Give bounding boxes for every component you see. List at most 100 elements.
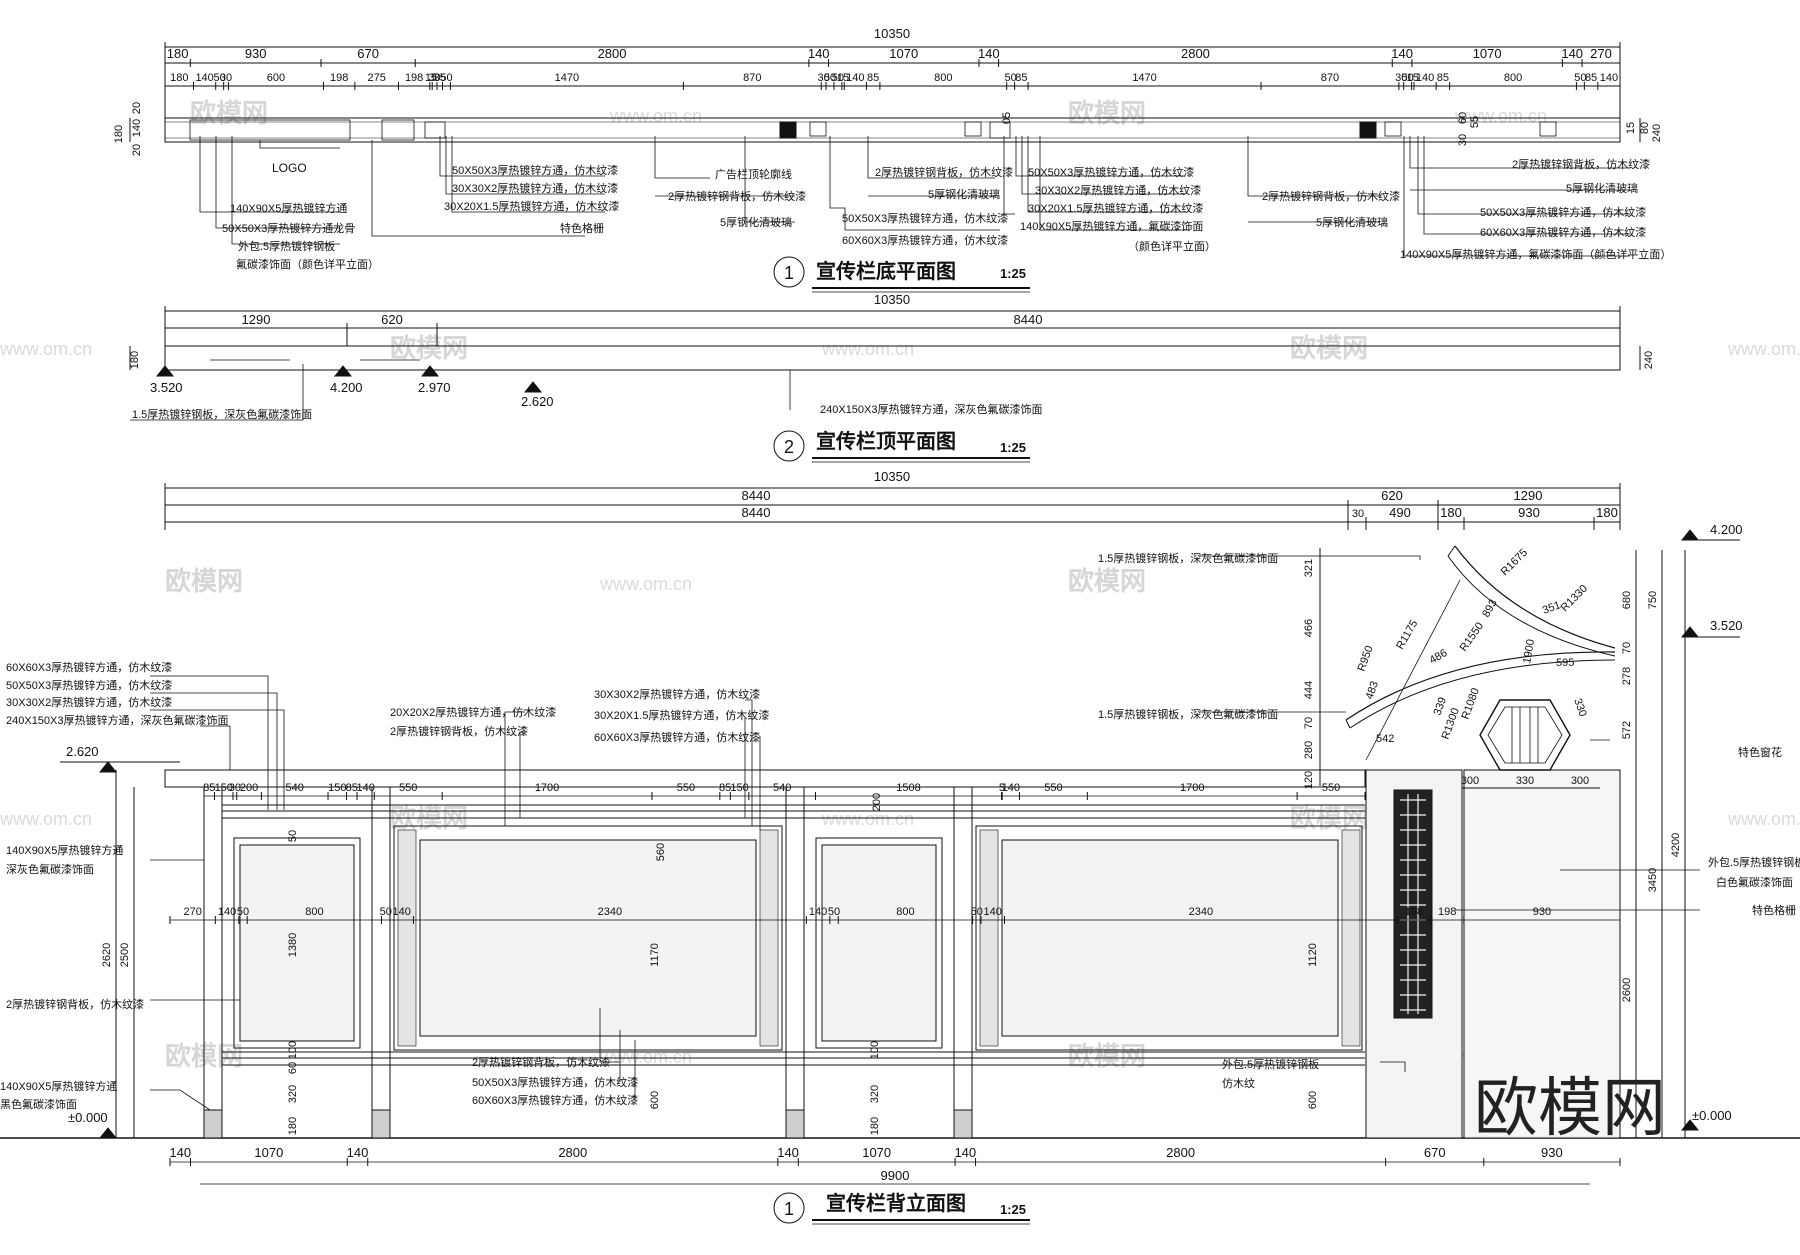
label-e5: （颜色详平立面） <box>1128 239 1216 253</box>
dim-label: 50 <box>1574 72 1586 84</box>
dim-label: 85 <box>867 72 879 84</box>
label-d1: 2厚热镀锌钢背板，仿木纹漆 <box>875 165 1013 179</box>
dim-right: 240 <box>1651 124 1663 142</box>
curve-dim: 321 <box>1303 559 1315 577</box>
level-value: 4.200 <box>330 380 363 395</box>
canopy-curve <box>1345 651 1616 721</box>
label-f1: 2厚热镀锌钢背板，仿木纹漆 <box>1262 189 1400 203</box>
watermark-url: www.om.cn <box>0 809 92 829</box>
dim-label: 198 <box>330 72 348 84</box>
dim-label: 275 <box>367 72 385 84</box>
label-c2: 2厚热镀锌钢背板，仿木纹漆 <box>668 189 806 203</box>
label-m8: 60X60X3厚热镀锌方通，仿木纹漆 <box>472 1093 638 1107</box>
dim-label: 930 <box>1533 906 1551 918</box>
large-board-frame <box>393 825 783 1051</box>
v-dim: 50 <box>287 830 299 842</box>
large-board-panel <box>419 839 757 1037</box>
dim-label: 30 <box>818 72 830 84</box>
label-r6: 特色格栅 <box>1752 903 1796 917</box>
level-mark <box>98 1127 118 1139</box>
watermark-text: 欧模网 <box>1290 333 1368 363</box>
plan-top-view: 10350 1290 620 8440 180 240 3.520 4.200 … <box>129 292 1655 463</box>
v-dim: 100 <box>287 1041 299 1059</box>
label-a4: 氟碳漆饰面（颜色详平立面） <box>236 257 379 271</box>
dim-label: 85 <box>719 782 731 794</box>
label-b3: 30X20X1.5厚热镀锌方通，仿木纹漆 <box>444 199 619 213</box>
curve-dim: 339 <box>1432 696 1450 717</box>
label-m1: 20X20X2厚热镀锌方通，仿木纹漆 <box>390 705 556 719</box>
dim-left: 180 <box>113 125 125 143</box>
dim-label: 270 <box>1590 46 1612 61</box>
logo-label: LOGO <box>272 161 307 175</box>
label-roof-panel: 1.5厚热镀锌钢板，深灰色氟碳漆饰面 <box>132 407 312 421</box>
post <box>953 786 973 1139</box>
dim-label: 1508 <box>896 782 920 794</box>
dim-label: 85 <box>1585 72 1597 84</box>
level-mark <box>523 381 543 393</box>
curve-dim: 120 <box>1303 771 1315 789</box>
post-block <box>779 121 797 139</box>
dim-seg: 180 <box>1440 505 1462 520</box>
dim-right: 80 <box>1639 122 1651 134</box>
dim-label: 2800 <box>598 46 627 61</box>
rear-elevation-view: 10350 8440 620 1290 8440 30 490 180 930 … <box>0 469 1800 1225</box>
level-value: 3.520 <box>1710 618 1743 633</box>
dim-label: 870 <box>1321 72 1339 84</box>
dim-label: 800 <box>934 72 952 84</box>
dim-label: 2800 <box>558 1145 587 1160</box>
level-mark <box>1680 626 1700 638</box>
label-l1: 60X60X3厚热镀锌方通，仿木纹漆 <box>6 660 172 674</box>
curve-dim: R1330 <box>1559 583 1590 614</box>
dim-right: 55 <box>1469 116 1481 128</box>
dim-left: 20 <box>131 144 143 156</box>
dim-label: 50 <box>237 906 249 918</box>
dim-label: 930 <box>1541 1145 1563 1160</box>
label-roof-tube: 240X150X3厚热镀锌方通，深灰色氟碳漆饰面 <box>820 402 1043 416</box>
watermark-url: www.om.cn <box>821 339 914 359</box>
dim-right: 15 <box>1625 122 1637 134</box>
right-dim: 680 <box>1621 591 1633 609</box>
dim-label: 140 <box>777 1145 799 1160</box>
dim-label: 198 <box>1405 906 1423 918</box>
dim-label: 50 <box>971 906 983 918</box>
post-block <box>809 121 827 137</box>
dim-label: 670 <box>1424 1145 1446 1160</box>
level-value: 2.620 <box>66 744 99 759</box>
watermark-url: www.om.cn <box>1454 106 1547 126</box>
dim-label: 2340 <box>598 906 622 918</box>
dim-label: 50 <box>380 906 392 918</box>
label-l6: 深灰色氟碳漆饰面 <box>6 862 94 876</box>
dim-label: 150 <box>730 782 748 794</box>
dim-label: 1470 <box>1132 72 1156 84</box>
label-l5: 140X90X5厚热镀锌方通 <box>6 843 123 857</box>
dim-seg: 620 <box>381 312 403 327</box>
post-base <box>785 1109 805 1139</box>
canopy-curve <box>1447 555 1616 657</box>
label-r4: 外包.5厚热镀锌钢板 <box>1708 855 1800 869</box>
dim-right: 05 <box>1001 112 1013 124</box>
level-mark <box>333 365 353 377</box>
label-r2: 1.5厚热镀锌钢板，深灰色氟碳漆饰面 <box>1098 707 1278 721</box>
dim-total: 9900 <box>881 1168 910 1183</box>
view-title: 宣传栏顶平面图 <box>816 429 956 453</box>
right-dim: 3450 <box>1647 868 1659 892</box>
level-mark <box>98 761 118 773</box>
curve-dim: 300 <box>1461 775 1479 787</box>
dim-label: 870 <box>743 72 761 84</box>
feature-grille <box>1393 789 1433 1019</box>
label-e3: 30X20X1.5厚热镀锌方通，仿木纹漆 <box>1028 201 1203 215</box>
plan-outline <box>164 117 1621 143</box>
label-m5: 60X60X3厚热镀锌方通，仿木纹漆 <box>594 730 760 744</box>
dim-label: 30 <box>1395 72 1407 84</box>
label-r3: 特色窗花 <box>1738 745 1782 759</box>
dim-label: 540 <box>773 782 791 794</box>
watermark-text: 欧模网 <box>1068 98 1146 128</box>
dim-label: 150 <box>215 782 233 794</box>
dim-seg: 1290 <box>242 312 271 327</box>
dim-label: 30 <box>229 782 241 794</box>
curve-dim: 483 <box>1364 680 1382 701</box>
dim-label: 800 <box>305 906 323 918</box>
